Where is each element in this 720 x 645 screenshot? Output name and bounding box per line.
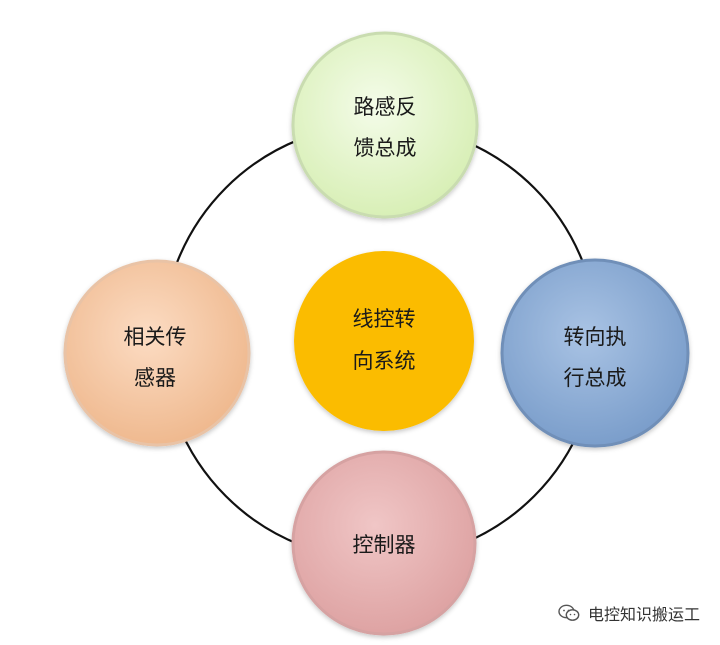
node-right-label-line1: 转向执 [564,325,627,349]
node-top: 路感反 馈总成 [291,31,479,219]
node-center-label-line2: 向系统 [353,349,416,373]
node-right: 转向执 行总成 [500,258,690,448]
wechat-icon [558,604,580,621]
node-left-label-line2: 感器 [134,366,176,390]
node-left: 相关传 感器 [63,259,251,447]
watermark: 电控知识搬运工 [558,601,700,625]
node-top-label-line2: 馈总成 [354,136,417,160]
node-right-circle [500,258,690,448]
node-left-circle [63,259,251,447]
node-center-label-line1: 线控转 [353,307,416,331]
node-left-label-line1: 相关传 [124,325,187,349]
node-top-label-line1: 路感反 [354,95,417,119]
node-center-circle [294,251,474,431]
node-top-circle [291,31,479,219]
node-bottom: 控制器 [291,450,477,636]
node-center: 线控转 向系统 [294,251,474,431]
node-bottom-label: 控制器 [353,533,416,557]
node-right-label-line2: 行总成 [564,366,627,390]
node-bottom-circle [291,450,477,636]
watermark-text: 电控知识搬运工 [587,605,700,624]
